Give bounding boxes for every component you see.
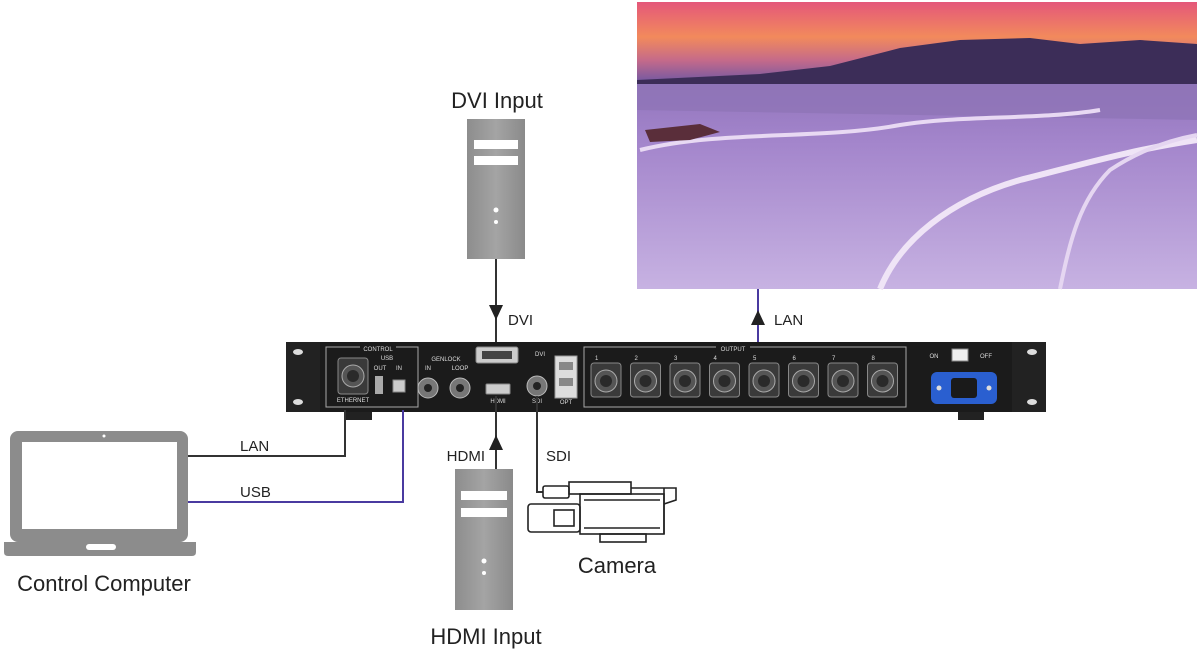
output-ports: 1 2 3 4 5 6 7 8 (590, 356, 898, 398)
output-port-number: 3 (674, 356, 678, 362)
opt-label: OPT (560, 400, 573, 406)
output-port-number: 5 (753, 356, 757, 362)
hdmi-port-label: HDMI (490, 399, 506, 405)
usb-out-port (375, 376, 383, 394)
rack-hole-icon (293, 349, 303, 355)
dvi-wire-label: DVI (508, 312, 533, 329)
usb-out-label: OUT (374, 366, 387, 372)
dvi-tower-led-2 (494, 220, 498, 224)
genlock-loop-port (449, 377, 471, 399)
led-screen (637, 2, 1198, 291)
dvi-tower-led-1 (493, 207, 499, 213)
power-on-label: ON (930, 354, 939, 360)
hdmi-port (485, 383, 511, 395)
output-port-8: 8 (867, 356, 898, 398)
power-switch (951, 348, 969, 362)
dvi-input-label: DVI Input (451, 88, 543, 113)
device-foot (346, 412, 372, 420)
control-label: CONTROL (363, 347, 393, 353)
usb-wire-label: USB (240, 484, 271, 501)
lan-screen-wire-label: LAN (774, 312, 803, 329)
lan-screen-arrow-icon (751, 310, 765, 325)
sdi-wire-label: SDI (546, 448, 571, 465)
usb-in-label: IN (396, 366, 402, 372)
usb-label: USB (381, 356, 393, 362)
dvi-tower-drive-2 (474, 156, 518, 165)
screen-stream-2 (877, 137, 1198, 291)
video-processor: CONTROL ETHERNET USB OUT IN GENLOCK IN L… (286, 342, 1046, 420)
hdmi-tower-drive-1 (461, 491, 507, 500)
screen-plain (637, 84, 1197, 120)
dvi-arrow-icon (489, 305, 503, 320)
hdmi-tower-led-2 (482, 571, 486, 575)
usb-in-port (392, 379, 406, 393)
output-port-7: 7 (827, 356, 859, 398)
hdmi-input-label: HDMI Input (430, 624, 541, 649)
output-port-2: 2 (630, 356, 661, 398)
lan-computer-wire (188, 410, 346, 457)
screen-stream-1 (639, 108, 1101, 152)
output-port-6: 6 (788, 356, 819, 398)
output-label: OUTPUT (721, 347, 746, 353)
output-port-number: 7 (832, 356, 836, 362)
rack-hole-icon (1027, 399, 1037, 405)
power-off-label: OFF (980, 354, 992, 360)
hdmi-arrow-icon (489, 435, 503, 450)
output-port-number: 4 (714, 356, 718, 362)
ethernet-port (337, 357, 369, 395)
rack-hole-icon (293, 399, 303, 405)
output-port-3: 3 (669, 356, 701, 398)
output-port-number: 8 (872, 356, 876, 362)
screen-rocks (645, 124, 720, 142)
output-port-4: 4 (709, 356, 740, 398)
genlock-in-port (417, 377, 439, 399)
hdmi-tower-led-1 (481, 558, 487, 564)
dvi-tower-drive-1 (474, 140, 518, 149)
output-port-1: 1 (590, 356, 622, 398)
laptop-trackpad (86, 544, 116, 550)
sdi-wire (536, 396, 543, 493)
dvi-input-computer (467, 119, 525, 259)
genlock-in-label: IN (425, 366, 431, 372)
hdmi-tower-drive-2 (461, 508, 507, 517)
rack-hole-icon (1027, 349, 1037, 355)
output-port-number: 6 (793, 356, 797, 362)
sdi-port (526, 375, 548, 397)
ethernet-label: ETHERNET (337, 398, 370, 404)
camera-label: Camera (578, 553, 657, 578)
laptop-camera-dot (102, 434, 106, 438)
genlock-loop-label: LOOP (452, 366, 469, 372)
output-port-number: 2 (635, 356, 639, 362)
laptop-icon (4, 431, 196, 556)
hdmi-tower-body (455, 469, 513, 610)
rack-ear-left (286, 342, 320, 412)
camera-icon (527, 481, 677, 543)
screen-stream-3 (1058, 133, 1198, 290)
lan-computer-wire-label: LAN (240, 438, 269, 455)
laptop-display (22, 442, 177, 529)
dvi-port-label: DVI (535, 352, 545, 358)
control-computer-label: Control Computer (17, 571, 191, 596)
output-port-5: 5 (748, 356, 780, 398)
device-foot (958, 412, 984, 420)
hdmi-wire-label: HDMI (447, 448, 485, 465)
usb-wire (188, 410, 404, 503)
output-port-number: 1 (595, 356, 599, 362)
hdmi-input-computer (455, 469, 513, 610)
screen-mountains (637, 38, 1197, 84)
genlock-label: GENLOCK (431, 357, 460, 363)
